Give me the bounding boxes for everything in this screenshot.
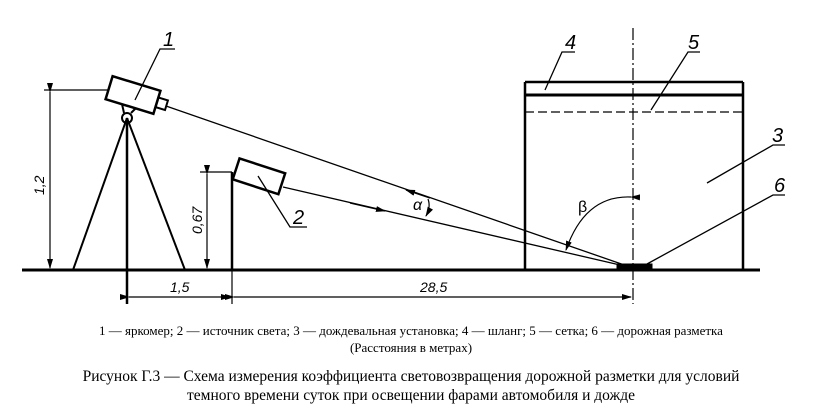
label-2: 2	[292, 207, 304, 229]
label-4: 4	[565, 32, 576, 54]
units-note: (Расстояния в метрах)	[349, 340, 473, 355]
dim-distance: 28,5	[419, 279, 447, 295]
tripod	[72, 103, 186, 304]
beta-arc	[565, 194, 641, 251]
title-line-2: темного времени суток при освещении фара…	[186, 387, 635, 404]
labels: 1 2 3 4 5 6 1,2 0,67 1,5 28,5 α β	[31, 29, 786, 295]
light-source	[231, 156, 287, 196]
illumination-beam	[282, 186, 634, 269]
measurement-scheme: 1 2 3 4 5 6 1,2 0,67 1,5 28,5 α β	[22, 28, 786, 304]
alpha-arc	[425, 198, 433, 217]
dim-offset: 1,5	[170, 279, 190, 295]
alpha-label: α	[413, 197, 423, 214]
label-5: 5	[688, 32, 700, 54]
dim-height-meter: 1,2	[31, 175, 47, 195]
label-6: 6	[774, 175, 786, 197]
figure-legend: 1 — яркомер; 2 — источник света; 3 — дож…	[0, 322, 822, 356]
rain-installation	[523, 80, 745, 270]
observation-beam	[165, 105, 634, 269]
label-1: 1	[163, 29, 174, 51]
label-3: 3	[772, 125, 783, 147]
road-marking	[616, 263, 653, 270]
title-line-1: Рисунок Г.3 — Схема измерения коэффициен…	[82, 368, 740, 385]
figure-title: Рисунок Г.3 — Схема измерения коэффициен…	[0, 367, 822, 405]
dim-height-source: 0,67	[189, 206, 205, 234]
leader-lines	[134, 48, 785, 265]
luminance-meter	[104, 74, 170, 116]
dimension-lines	[44, 83, 632, 304]
legend-text: 1 — яркомер; 2 — источник света; 3 — дож…	[99, 323, 723, 338]
beta-label: β	[578, 199, 587, 216]
